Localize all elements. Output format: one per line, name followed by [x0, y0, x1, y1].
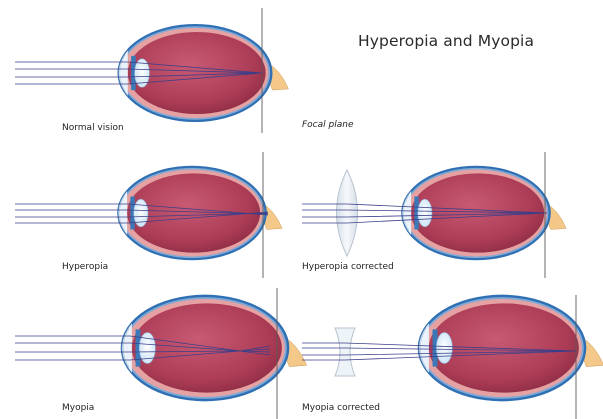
- label-focal-plane: Focal plane: [302, 120, 353, 130]
- eye-hyperopia: [15, 152, 282, 278]
- eye-normal: [15, 8, 288, 133]
- label-myopia: Myopia: [62, 403, 94, 413]
- label-normal-vision: Normal vision: [62, 123, 124, 133]
- diagram-title: Hyperopia and Myopia: [358, 32, 534, 50]
- label-hyperopia-corrected: Hyperopia corrected: [302, 262, 394, 272]
- eye-hyperopia-corrected: [302, 152, 566, 278]
- concave-lens-icon: [335, 328, 355, 376]
- label-hyperopia: Hyperopia: [62, 262, 108, 272]
- eye-myopia: [15, 288, 307, 419]
- convex-lens-icon: [337, 170, 358, 256]
- label-myopia-corrected: Myopia corrected: [302, 403, 380, 413]
- eye-myopia-corrected: [302, 295, 603, 419]
